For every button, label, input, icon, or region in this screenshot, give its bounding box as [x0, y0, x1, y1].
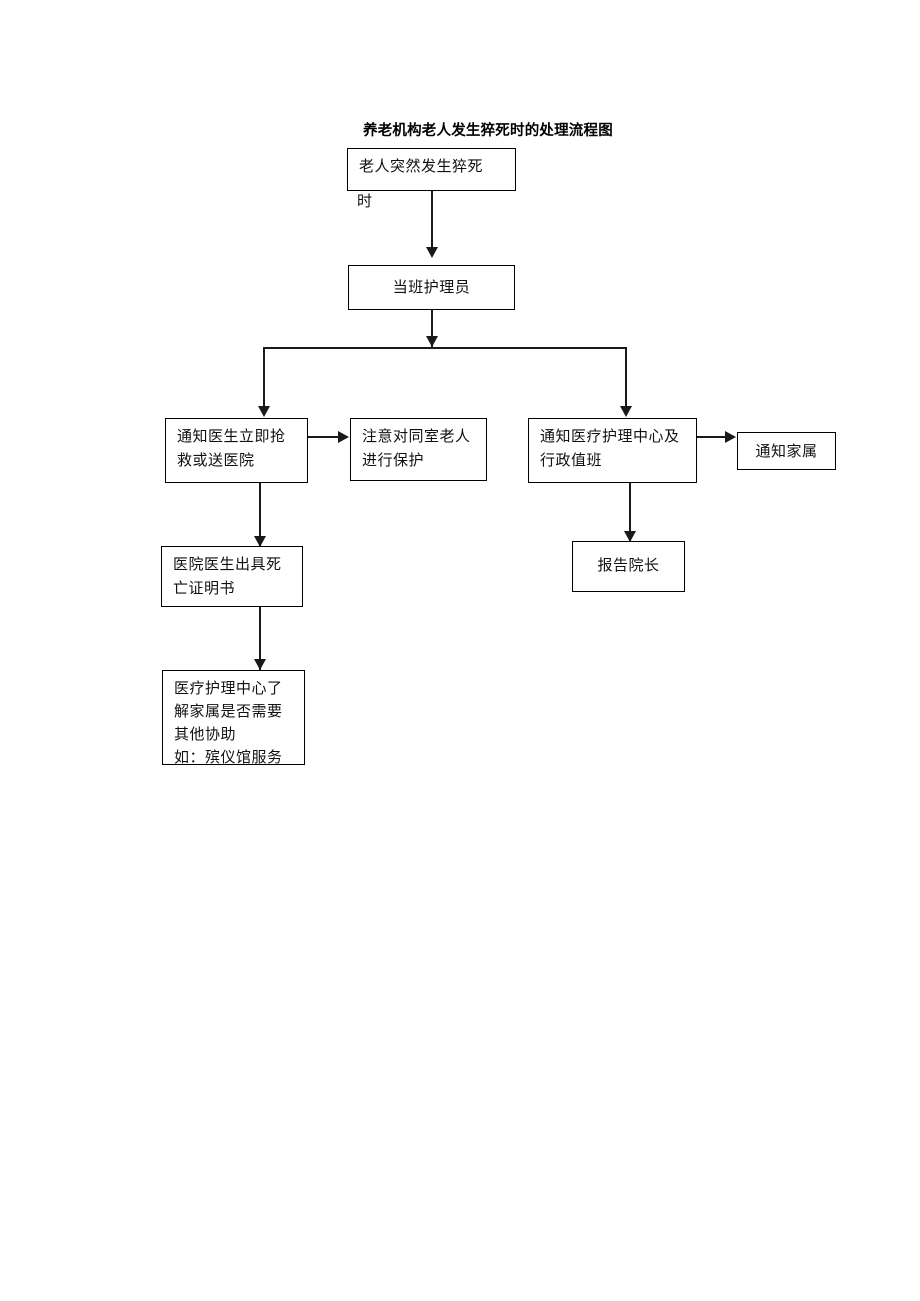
edge-n3-n7-line — [259, 483, 261, 546]
node-duty-caregiver: 当班护理员 — [348, 265, 515, 310]
edge-n2-bus-arrowhead — [426, 336, 438, 347]
edge-n1-n2-line — [431, 191, 433, 250]
edge-n7-n9-line — [259, 607, 261, 670]
node-notify-doctor-rescue: 通知医生立即抢救或送医院 — [165, 418, 308, 483]
edge-n3-n4-arrowhead — [338, 431, 349, 443]
node-sudden-death-onset-overflow: 时 — [357, 194, 373, 210]
edge-bus-n3-arrowhead — [258, 406, 270, 417]
edge-n7-n9-arrowhead — [254, 659, 266, 670]
branch-bus-horizontal — [263, 347, 627, 349]
page-title: 养老机构老人发生猝死时的处理流程图 — [363, 123, 613, 139]
edge-n2-bus-line — [431, 310, 433, 348]
node-death-certificate: 医院医生出具死亡证明书 — [161, 546, 303, 607]
edge-n3-n7-arrowhead — [254, 536, 266, 547]
node-protect-roommates: 注意对同室老人进行保护 — [350, 418, 487, 481]
edge-bus-n5-line — [625, 347, 627, 415]
edge-n5-n6-line — [697, 436, 727, 438]
node-notify-care-center: 通知医疗护理中心及行政值班 — [528, 418, 697, 483]
edge-bus-n3-line — [263, 347, 265, 415]
edge-bus-n5-arrowhead — [620, 406, 632, 417]
node-sudden-death-onset: 老人突然发生猝死 — [347, 148, 516, 191]
edge-n1-n2-arrowhead — [426, 247, 438, 258]
edge-n5-n6-arrowhead — [725, 431, 736, 443]
edge-n5-n8-line — [629, 483, 631, 541]
node-report-director: 报告院长 — [572, 541, 685, 592]
edge-n5-n8-arrowhead — [624, 531, 636, 542]
node-notify-family: 通知家属 — [737, 432, 836, 470]
node-care-center-family-assistance: 医疗护理中心了解家属是否需要其他协助 如：殡仪馆服务 — [162, 670, 305, 766]
edge-n3-n4-line — [308, 436, 341, 438]
